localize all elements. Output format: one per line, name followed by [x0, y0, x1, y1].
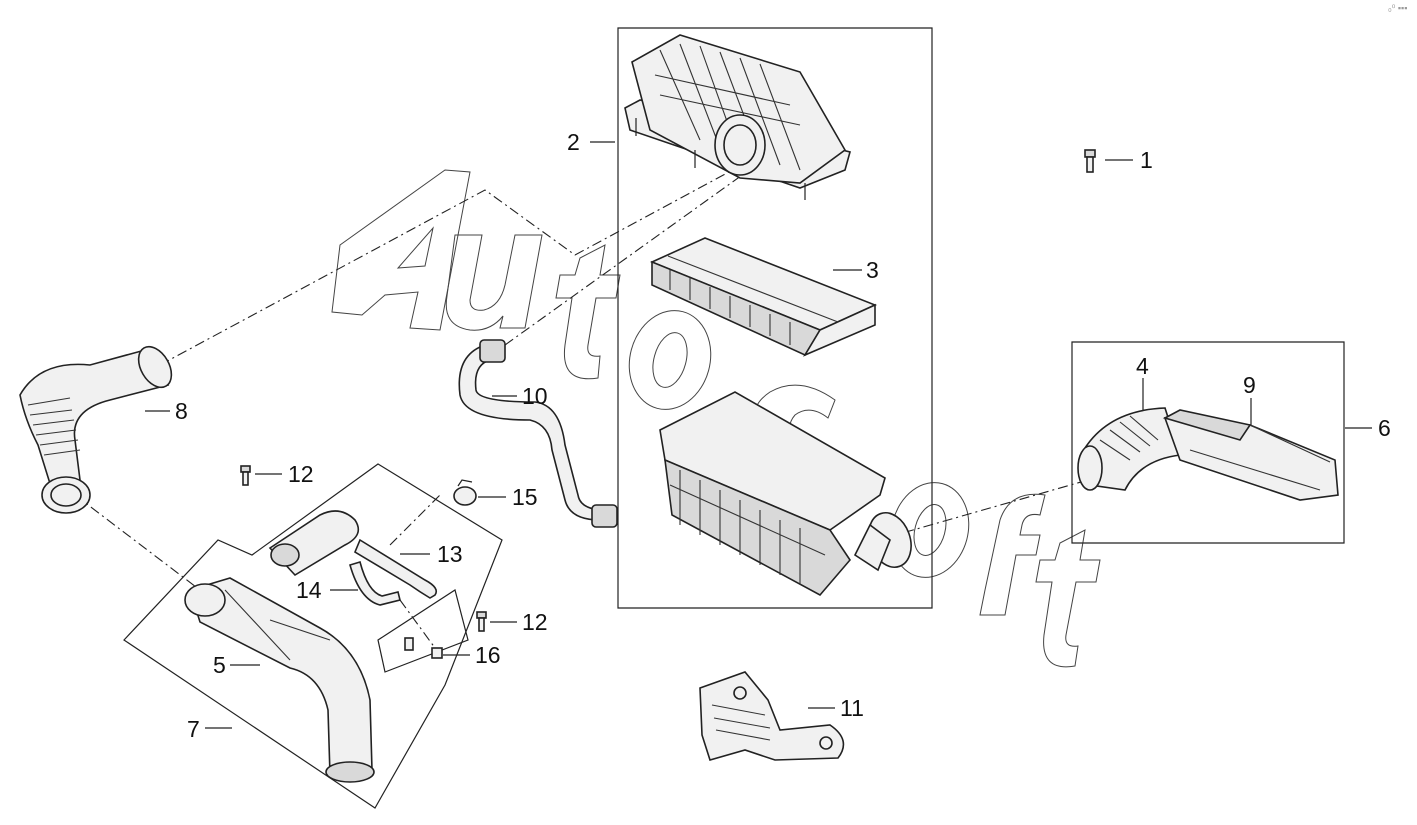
bolt-head — [1084, 149, 1096, 158]
callout-10: 10 — [522, 383, 548, 409]
cover-outlet-inner — [723, 124, 757, 166]
frame-inlet-duct-assembly — [1071, 341, 1345, 544]
bolt-part-12-upper[interactable] — [240, 465, 251, 486]
callout-5: 5 — [213, 652, 226, 678]
filter-pleats — [667, 255, 839, 345]
pipe-5-body — [188, 577, 373, 776]
bracket-11-hole-end — [819, 736, 833, 750]
pipe-5-seam — [224, 589, 331, 661]
watermark-letter-o-inner — [652, 332, 688, 388]
air-cleaner-box[interactable] — [659, 391, 918, 597]
callout-12-lower: 12 — [522, 609, 548, 635]
hose-10-connector-top — [479, 339, 506, 363]
callout-9: 9 — [1243, 372, 1256, 398]
hose-part-13[interactable] — [268, 510, 438, 599]
dash-line-4-to-box — [884, 477, 1096, 539]
resonator-lines — [1189, 424, 1331, 491]
clamp-15-tab — [457, 479, 473, 487]
filter-end — [803, 303, 876, 357]
hose-8-opening — [50, 483, 82, 507]
inlet-hose-end — [1077, 445, 1103, 491]
bracket-11-hole-top — [733, 686, 747, 700]
hose-8-clamp-top — [137, 345, 173, 389]
cover-ribs — [654, 43, 801, 171]
inlet-hose-ribs — [1099, 415, 1159, 461]
callout-11: 11 — [840, 695, 864, 721]
filter-element-part-3[interactable] — [649, 237, 878, 357]
watermark-letter-t — [555, 244, 621, 380]
dash-line-14-16 — [399, 599, 436, 649]
callout-2: 2 — [567, 129, 580, 155]
leader-lines — [145, 141, 1372, 729]
callout-7: 7 — [187, 716, 200, 742]
callout-4: 4 — [1136, 353, 1149, 379]
callout-labels: 1 2 3 4 5 6 7 8 9 10 11 12 12 13 14 15 1… — [175, 129, 1391, 742]
watermark-letter-o — [628, 310, 712, 410]
air-cleaner-cover-part-2[interactable] — [624, 34, 851, 200]
frame-resonator-assembly — [123, 463, 503, 809]
callout-12-upper: 12 — [288, 461, 314, 487]
watermark-letter-o-2-inner — [913, 504, 947, 556]
bracket-part-11[interactable] — [699, 671, 845, 761]
frame-hose-subassembly — [377, 589, 469, 673]
cover-body — [631, 34, 847, 184]
box-body — [664, 458, 852, 597]
callout-1: 1 — [1140, 147, 1153, 173]
dash-line-8-to-5 — [74, 494, 201, 591]
hose-10-connector-bottom — [591, 504, 618, 528]
callout-8: 8 — [175, 398, 188, 424]
breather-hose-part-10[interactable] — [458, 339, 618, 528]
frame-air-cleaner-assembly — [617, 27, 933, 609]
callout-3: 3 — [866, 257, 879, 283]
callout-15: 15 — [512, 484, 538, 510]
bolt-12-upper-shank — [242, 471, 249, 486]
bolt-shank — [1086, 156, 1094, 173]
watermark-letter-t-2 — [1035, 529, 1101, 668]
corner-mark: ₀⁰ ▪▪▪ — [1388, 3, 1407, 13]
bracket-11-ribs — [711, 704, 771, 741]
bolt-part-12-lower[interactable] — [476, 611, 487, 632]
bolt-part-1[interactable] — [1084, 149, 1096, 173]
fitting-13-end — [270, 543, 300, 567]
clamp-16-b — [431, 647, 443, 659]
watermark-letter-f — [979, 493, 1046, 616]
bolt-12-upper-head — [240, 465, 251, 473]
resonator-pipe-part-5[interactable] — [184, 577, 375, 783]
hose-13-body — [353, 538, 438, 599]
box-outlet-tube — [853, 523, 891, 572]
hose-8-corrugations — [27, 397, 81, 456]
clamp-part-15[interactable] — [453, 479, 477, 506]
hose-8-body — [19, 349, 170, 492]
bolt-12-lower-shank — [478, 617, 485, 632]
inlet-duct-part-4[interactable] — [1077, 407, 1182, 491]
resonator-part-9[interactable] — [1162, 409, 1339, 501]
bolt-12-lower-head — [476, 611, 487, 619]
alignment-lines — [74, 164, 1096, 649]
cover-pin-left — [635, 118, 806, 200]
pipe-5-inlet — [184, 583, 226, 617]
callout-6: 6 — [1378, 415, 1391, 441]
clamp-16-a — [404, 637, 414, 651]
callout-14: 14 — [296, 577, 322, 603]
callout-16: 16 — [475, 642, 501, 668]
clamp-15-ring — [453, 486, 477, 506]
air-hose-part-8[interactable] — [19, 341, 178, 514]
hose-14-body — [349, 560, 401, 606]
pipe-5-outlet-clamp — [325, 761, 375, 783]
clamp-part-16[interactable] — [404, 637, 443, 659]
watermark-letter-a — [331, 169, 471, 331]
hose-part-14[interactable] — [349, 560, 401, 606]
dash-line-13-15 — [389, 494, 441, 546]
callout-13: 13 — [437, 541, 463, 567]
dash-line-8-to-cover — [159, 164, 743, 366]
watermark-letter-u — [445, 234, 543, 331]
box-grid — [669, 470, 826, 585]
